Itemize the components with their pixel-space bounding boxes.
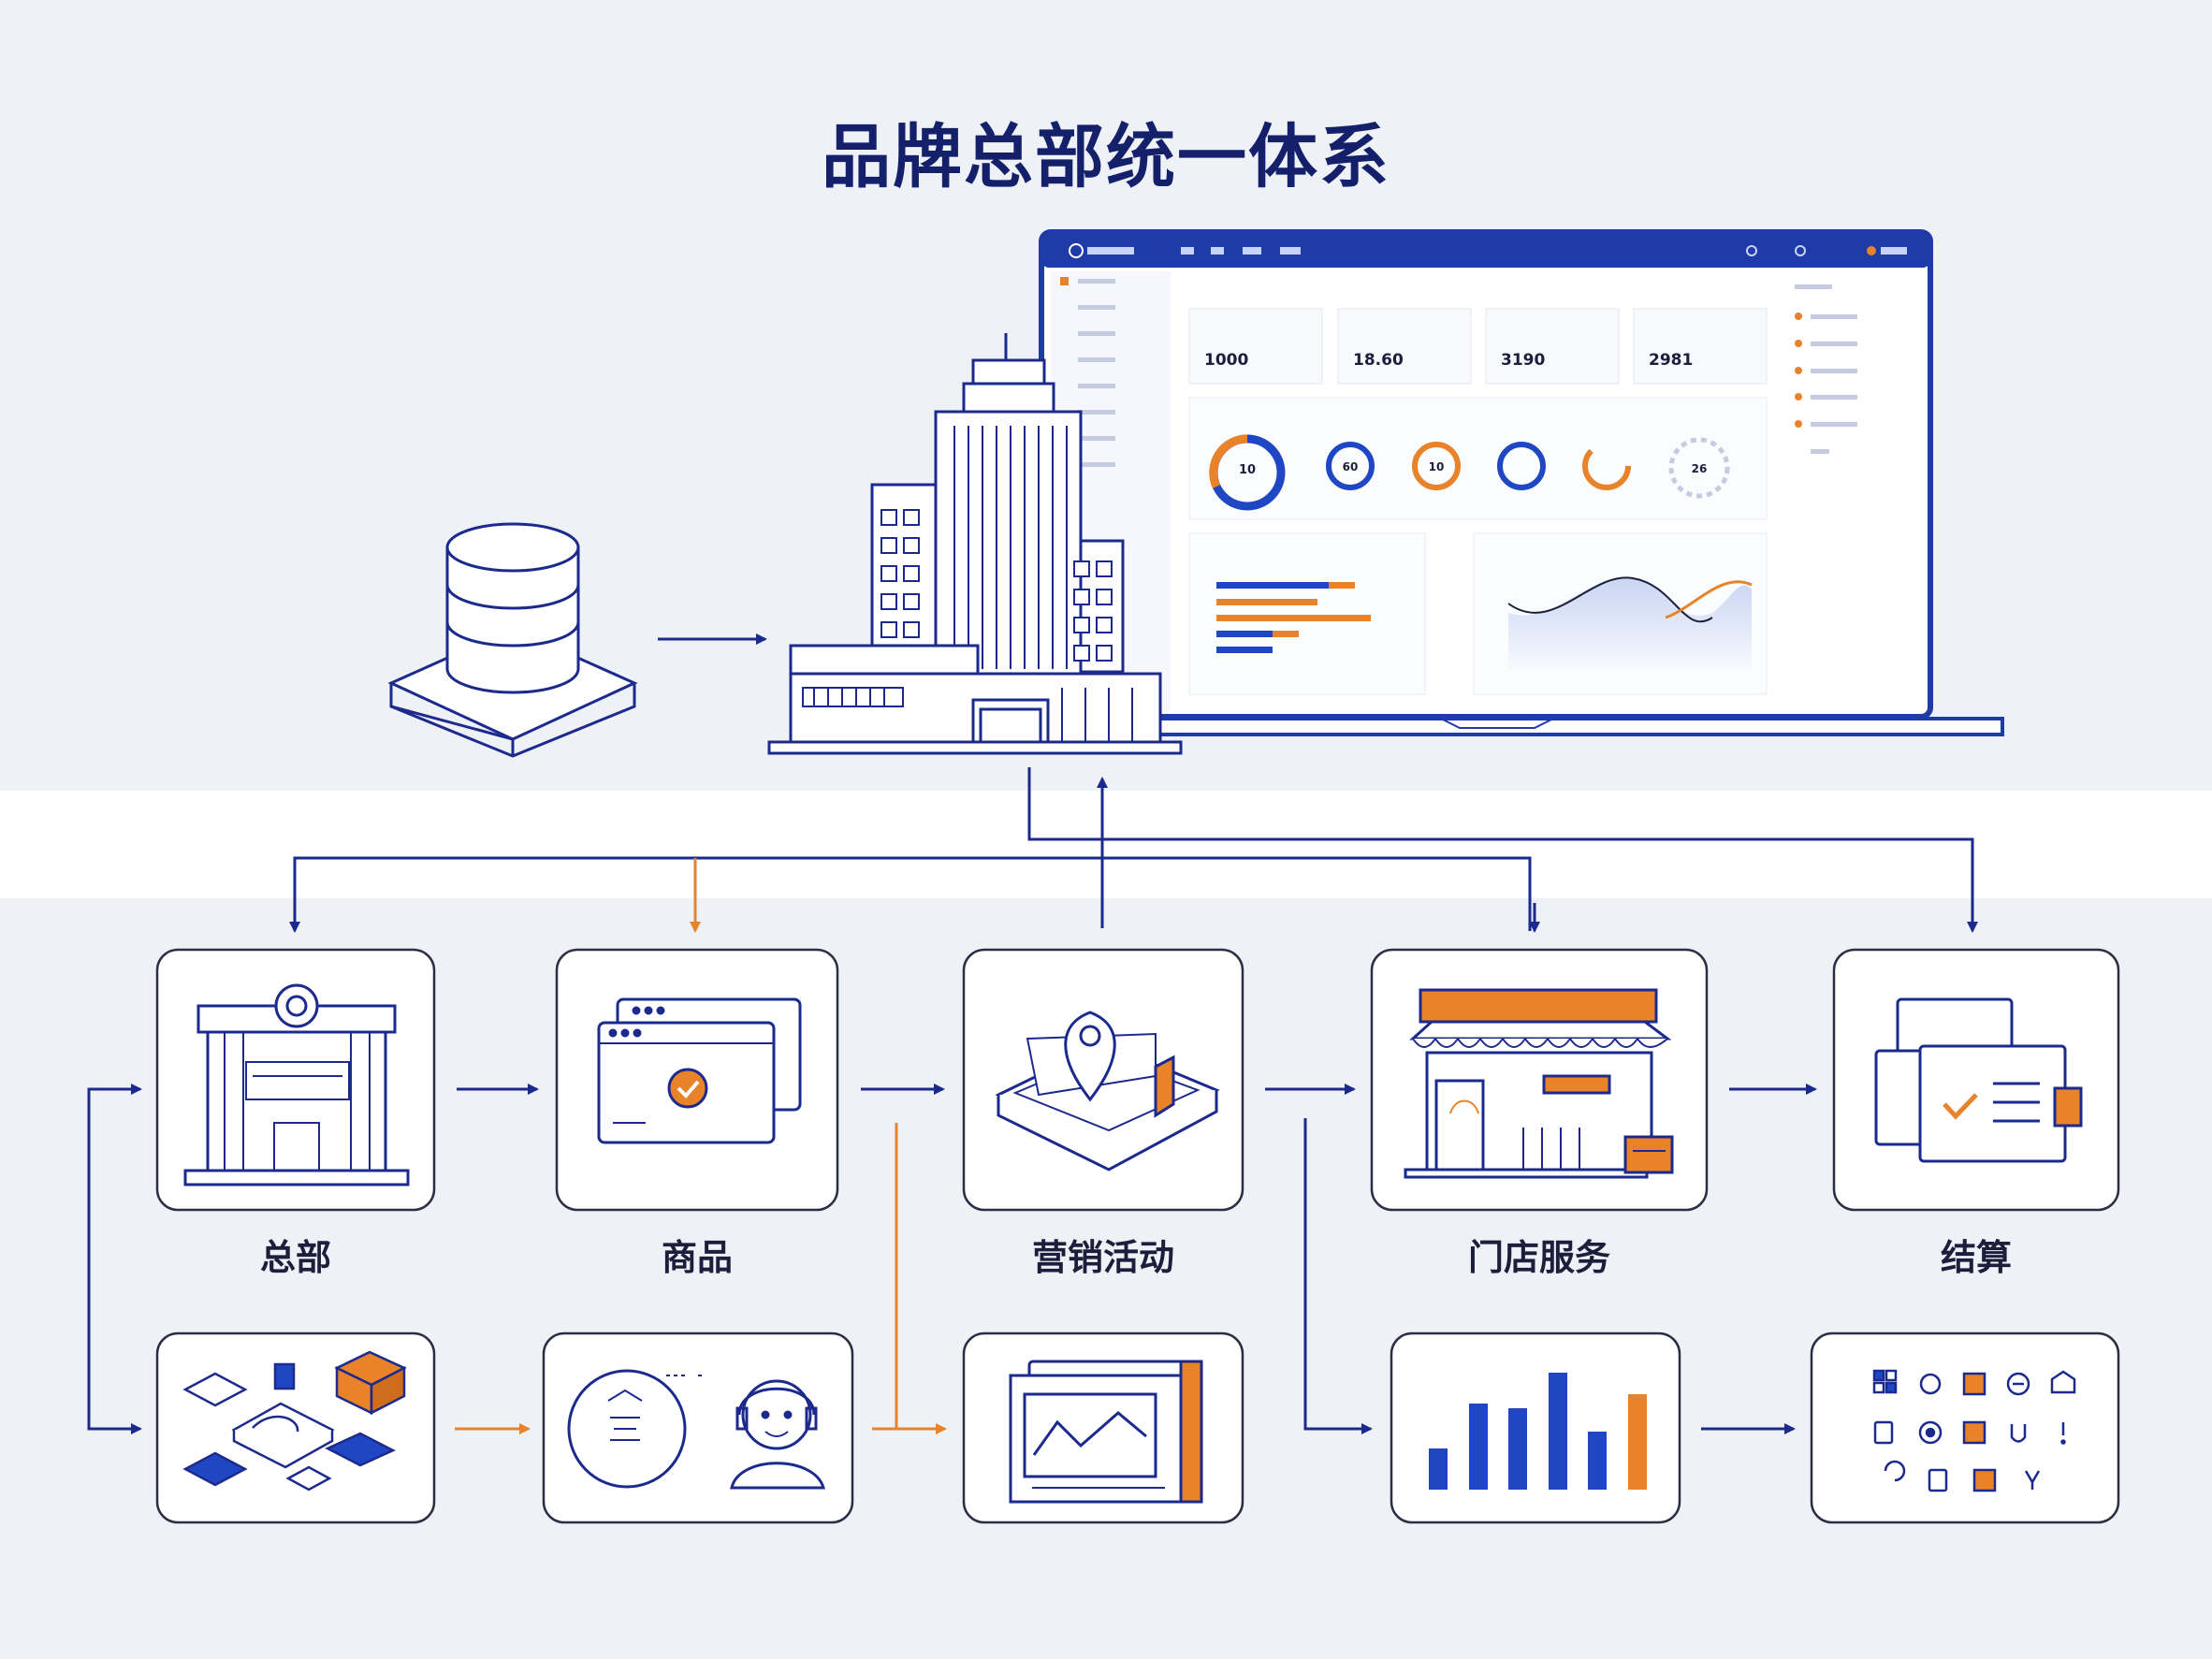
bar-chart-icon xyxy=(1429,1373,1647,1490)
sub-box-barchart xyxy=(1390,1332,1681,1524)
storefront-icon xyxy=(1404,988,1674,1179)
settlement-documents-icon xyxy=(1874,997,2083,1163)
node-label-marketing: 营销活动 xyxy=(1032,1237,1174,1278)
orange-flow-arrows xyxy=(455,1123,947,1434)
node-label-product: 商品 xyxy=(662,1237,733,1278)
analytics-screen-icon xyxy=(1009,1360,1203,1504)
node-label-settlement: 结算 xyxy=(1941,1237,2012,1278)
diagram-title: 品牌总部统一体系 xyxy=(822,117,1390,197)
product-window-check-icon xyxy=(597,997,802,1144)
node-box-hq xyxy=(155,948,436,1212)
map-pin-platform-icon xyxy=(995,1011,1220,1171)
isometric-data-blocks-icon xyxy=(182,1350,407,1492)
icon-grid-icon xyxy=(1872,1369,2076,1492)
kpi-value-3: 3190 xyxy=(1501,351,1545,370)
ring-value-2: 60 xyxy=(1343,460,1359,473)
database-icon xyxy=(387,522,638,758)
distribution-connectors xyxy=(289,767,1978,933)
kpi-value-1: 1000 xyxy=(1204,351,1248,370)
kpi-value-4: 2981 xyxy=(1649,351,1693,370)
ring-value-3: 10 xyxy=(1429,460,1445,473)
flow-arrows xyxy=(87,1084,1817,1434)
ring-value-6: 26 xyxy=(1692,462,1708,475)
skyscraper-icon xyxy=(767,333,1183,755)
node-label-hq: 总部 xyxy=(260,1237,331,1278)
headquarters-building-icon xyxy=(183,983,410,1186)
kpi-value-2: 18.60 xyxy=(1353,351,1404,370)
node-label-store: 门店服务 xyxy=(1468,1237,1610,1278)
ring-value-1: 10 xyxy=(1239,463,1256,477)
customer-service-icon xyxy=(567,1369,825,1490)
laptop-dashboard: 1000 18.60 3190 2981 10 60 10 26 xyxy=(990,229,2004,736)
middle-band xyxy=(0,791,2212,898)
